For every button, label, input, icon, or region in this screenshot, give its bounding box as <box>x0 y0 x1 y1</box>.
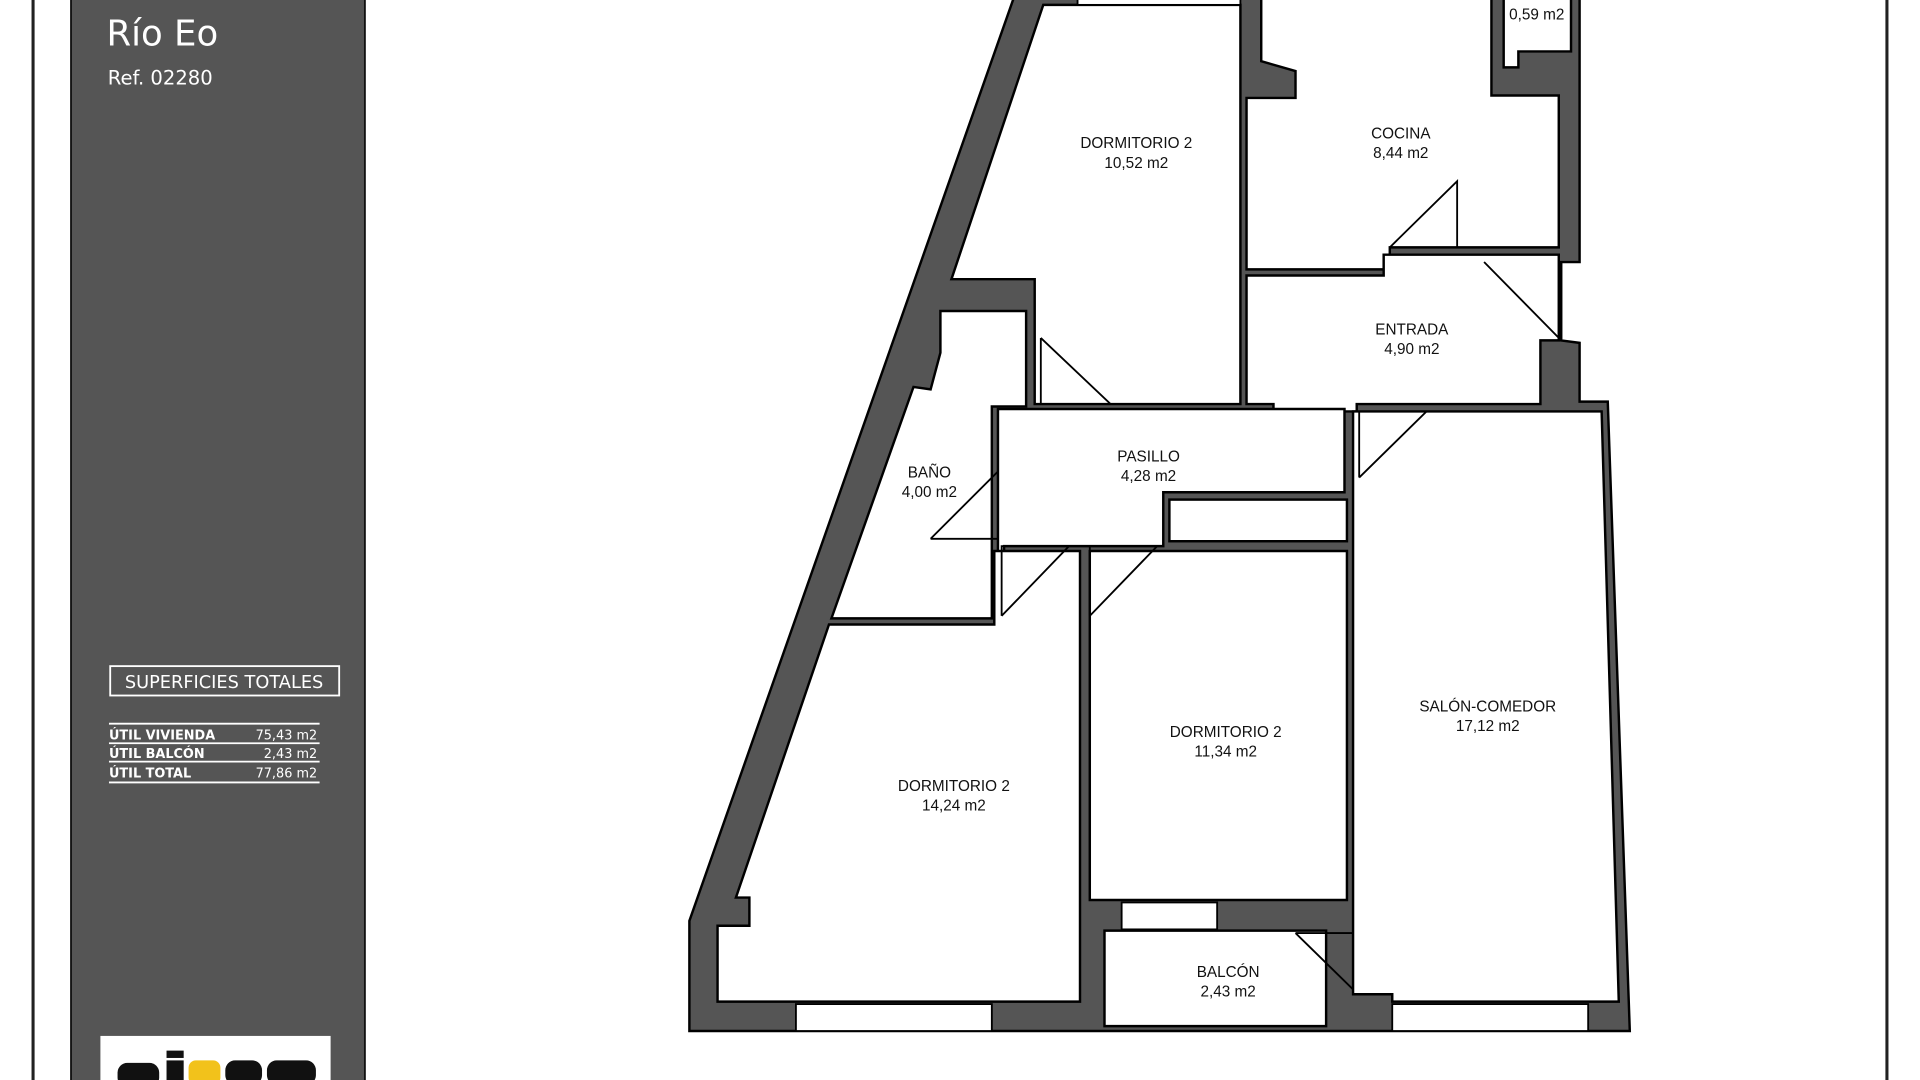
room-area: 8,44 m2 <box>1373 145 1428 162</box>
property-ref: Ref. 02280 <box>108 66 213 89</box>
room-dormitorio-mid <box>1088 549 1349 902</box>
room-area: 4,90 m2 <box>1384 341 1439 358</box>
svg-text:ÚTIL VIVIENDA: ÚTIL VIVIENDA <box>109 728 215 744</box>
room-closet <box>1502 0 1573 69</box>
room-name: DORMITORIO 2 <box>898 778 1010 795</box>
room-area: 2,43 m2 <box>1201 984 1256 1001</box>
room-name: BAÑO <box>908 465 951 482</box>
room-name: ENTRADA <box>1375 321 1449 338</box>
window <box>795 1003 993 1032</box>
door-swing <box>1389 179 1459 249</box>
room-salon <box>1351 410 1621 1003</box>
room-name: COCINA <box>1371 125 1431 142</box>
room-area: 17,12 m2 <box>1456 718 1520 735</box>
door-swing <box>1358 410 1429 479</box>
svg-text:ÚTIL BALCÓN: ÚTIL BALCÓN <box>109 746 205 762</box>
svg-text:75,43 m2: 75,43 m2 <box>256 729 318 744</box>
svg-text:ÚTIL TOTAL: ÚTIL TOTAL <box>109 766 191 782</box>
room-balcon <box>1103 929 1328 1028</box>
door-swing <box>1483 261 1562 342</box>
totals-row: ÚTIL TOTAL 77,86 m2 <box>109 766 317 782</box>
door-swing <box>1039 337 1113 405</box>
room-bano <box>829 309 1028 620</box>
totals-heading: SUPERFICIES TOTALES <box>125 673 324 693</box>
room-name: SALÓN-COMEDOR <box>1419 698 1556 715</box>
window <box>1391 1003 1590 1032</box>
room-area: 4,28 m2 <box>1121 468 1176 485</box>
floor-plan: 0,59 m2 DORMITORIO 2 10,52 m2 COCINA 8,4… <box>688 0 1632 1033</box>
closet-area: 0,59 m2 <box>1509 7 1564 24</box>
totals-heading-box <box>109 665 341 697</box>
window <box>1076 0 1242 6</box>
door-swing <box>1000 545 1072 617</box>
room-name: DORMITORIO 2 <box>1170 724 1282 741</box>
room-area: 10,52 m2 <box>1104 155 1168 172</box>
room-entrada <box>1245 253 1560 413</box>
door-swing <box>929 469 999 540</box>
room-area: 11,34 m2 <box>1194 744 1257 761</box>
sidebar: Río Eo Ref. 02280 SUPERFICIES TOTALES ÚT… <box>70 0 366 1080</box>
room-name: PASILLO <box>1117 449 1180 466</box>
totals-row: ÚTIL VIVIENDA 75,43 m2 <box>109 728 317 744</box>
company-logo <box>100 1035 331 1080</box>
door-swing <box>1294 932 1354 992</box>
svg-text:2,43 m2: 2,43 m2 <box>264 747 317 762</box>
room-area: 14,24 m2 <box>922 798 986 815</box>
totals-row: ÚTIL BALCÓN 2,43 m2 <box>109 746 317 762</box>
svg-text:77,86 m2: 77,86 m2 <box>256 767 318 782</box>
room-area: 4,00 m2 <box>902 484 957 501</box>
room-dormitorio-left <box>716 549 1082 1003</box>
room-name: BALCÓN <box>1197 964 1260 981</box>
room-name: DORMITORIO 2 <box>1080 135 1192 152</box>
property-title: Río Eo <box>107 13 219 54</box>
window <box>1120 901 1219 931</box>
door-swing <box>1088 545 1160 617</box>
hall-storage <box>1168 498 1349 543</box>
